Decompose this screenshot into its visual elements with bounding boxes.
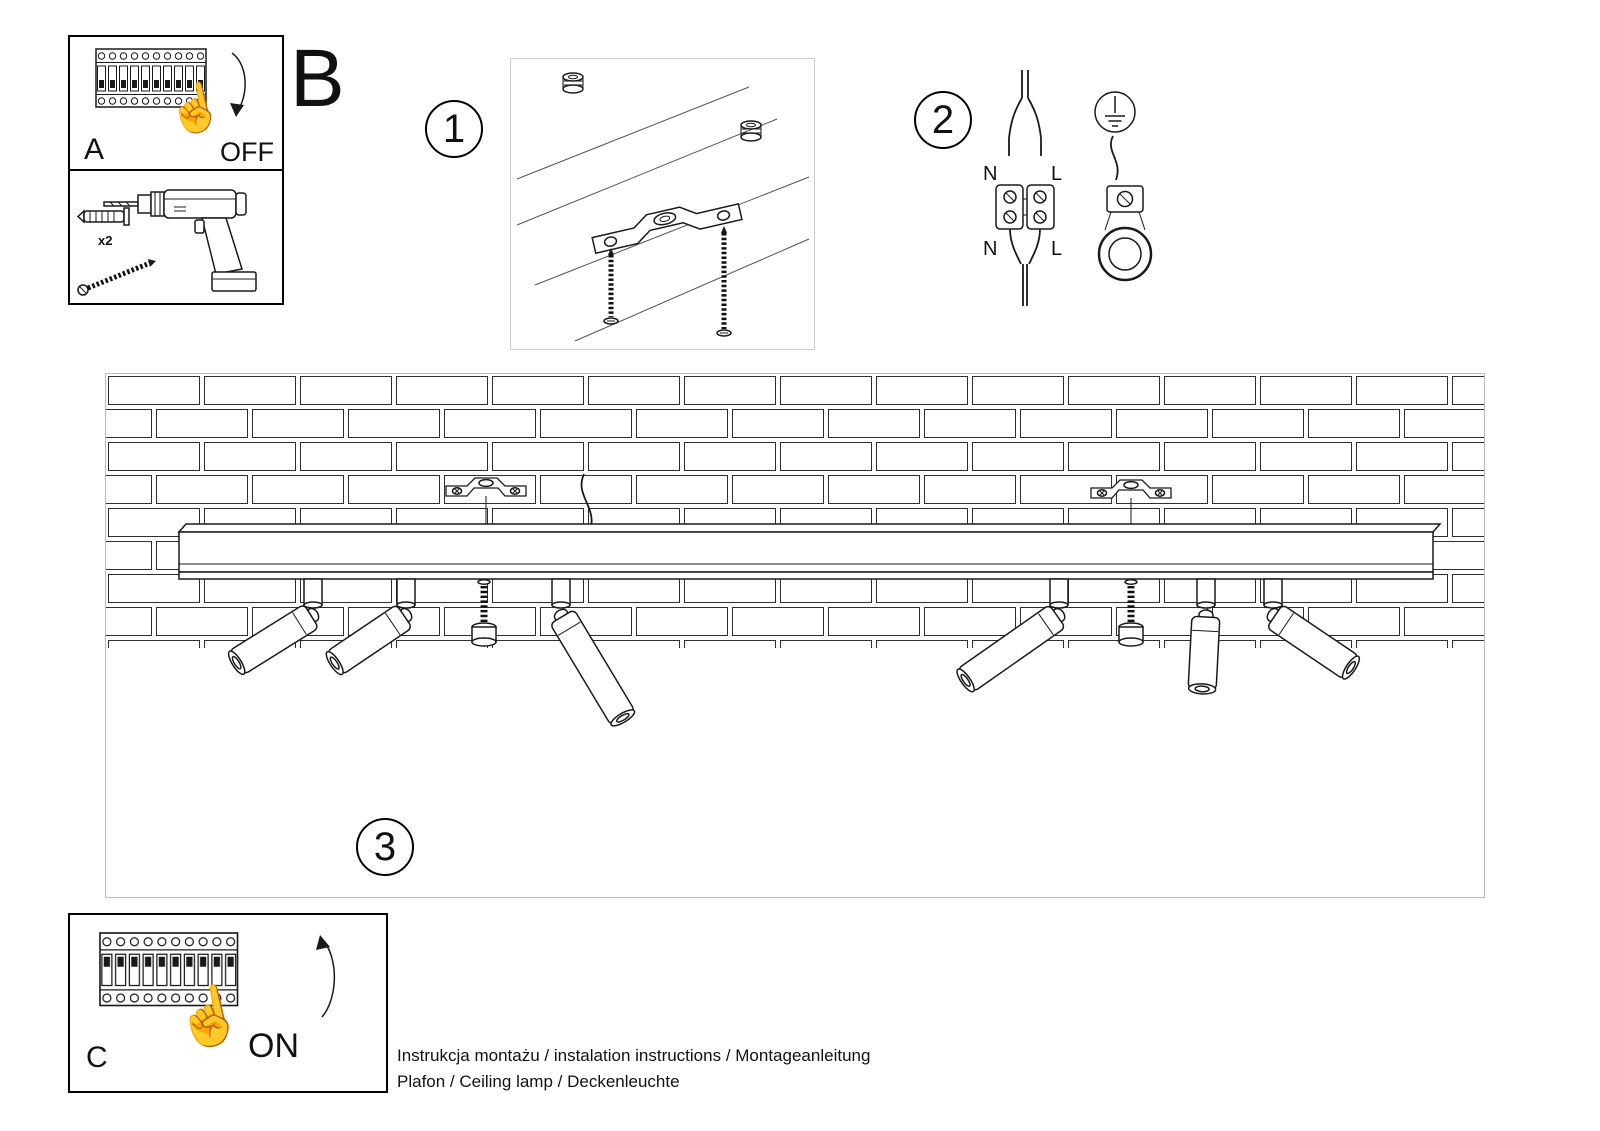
wall-and-lamp-illustration	[106, 374, 1484, 727]
ceiling-bracket-illustration	[516, 72, 810, 342]
breaker-panel-on-illustration	[99, 932, 335, 1018]
live-label-bottom: L	[1051, 238, 1062, 260]
mounting-bracket-icon	[591, 202, 743, 255]
hand-pointing-icon: ☝	[161, 76, 229, 140]
step-3-text: 3	[373, 824, 397, 869]
step-2-text: 2	[931, 97, 955, 142]
power-off-step-box: ☝ A OFF	[68, 35, 284, 171]
power-on-step-box: ☝ C ON	[68, 913, 388, 1093]
breaker-panel-off-illustration	[95, 48, 246, 117]
ceiling-insert-icon	[740, 120, 762, 142]
breaker-panel-icon	[99, 932, 239, 1007]
off-label: OFF	[220, 137, 274, 167]
spotlight-head	[227, 578, 323, 676]
screw-icon	[77, 259, 156, 296]
spotlight-head	[956, 578, 1069, 693]
arrow-up-icon	[316, 935, 335, 1018]
step-a-label: A	[84, 133, 105, 166]
neutral-label-bottom: N	[983, 238, 997, 260]
earth-wire	[1110, 135, 1119, 181]
step-2-number: 2	[914, 91, 972, 149]
step-1-number: 1	[425, 100, 483, 158]
live-label-top: L	[1051, 163, 1062, 185]
ceiling-insert-icon	[562, 72, 584, 94]
neutral-label-top: N	[983, 163, 997, 185]
fixture-cable	[1009, 228, 1041, 306]
on-label: ON	[248, 1027, 299, 1065]
wiring-diagram: N L N L	[983, 70, 1153, 306]
step-1-illustration-frame	[510, 58, 815, 350]
lamp-rail	[177, 523, 1442, 580]
wall-plug-icon	[76, 207, 130, 226]
mounting-screw-icon	[716, 226, 732, 337]
rail-fixing-screw	[1118, 579, 1144, 647]
breaker-panel-icon	[95, 48, 207, 108]
footer-instructions-line: Instrukcja montażu / instalation instruc…	[397, 1046, 871, 1065]
spotlight-head	[325, 578, 416, 676]
ceiling-planks	[516, 86, 810, 342]
brick-wall	[106, 374, 1484, 648]
footer-product-line: Plafon / Ceiling lamp / Deckenleuchte	[397, 1072, 680, 1091]
step-3-number: 3	[356, 818, 414, 876]
drill-tools-box: x2	[68, 169, 284, 305]
earth-symbol-icon	[1094, 91, 1136, 133]
earth-clamp-icon	[1097, 185, 1153, 282]
x2-quantity-label: x2	[98, 233, 112, 248]
step-1-text: 1	[442, 106, 466, 151]
section-b-label: B	[290, 33, 345, 124]
mains-cable	[1008, 70, 1042, 156]
mounting-screw-icon	[603, 248, 619, 325]
step-2-wiring-frame: N L N L	[975, 58, 1175, 310]
arrow-down-icon	[230, 52, 246, 117]
spotlight-head	[1263, 578, 1361, 680]
step-3-main-figure	[105, 373, 1485, 898]
spotlight-head	[1187, 578, 1221, 695]
hand-pointing-icon: ☝	[168, 978, 250, 1055]
rail-fixing-screw	[471, 579, 497, 647]
spotlight-head	[551, 578, 636, 727]
terminal-block-icon	[995, 184, 1055, 230]
drill-icon	[103, 189, 257, 292]
drill-and-screws-illustration: x2	[76, 189, 257, 296]
step-c-label: C	[86, 1041, 108, 1074]
